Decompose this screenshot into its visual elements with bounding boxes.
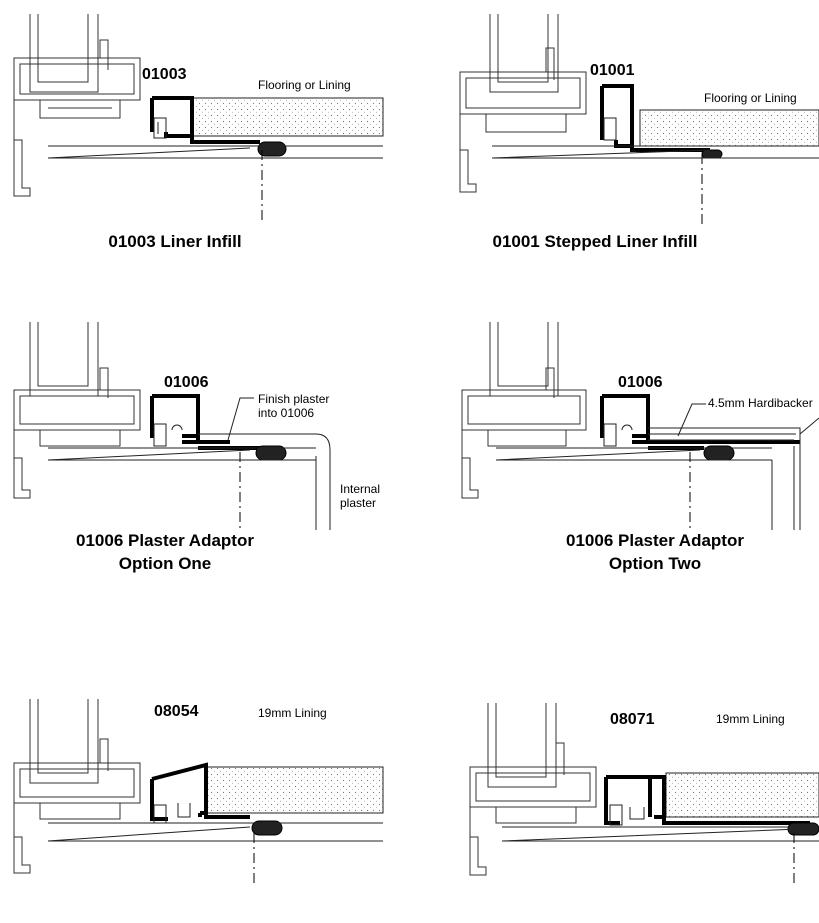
section-drawing — [13, 14, 384, 220]
window-frame-profile — [13, 699, 141, 874]
note-label: Internal plaster — [340, 482, 381, 510]
caption-line: 01006 Plaster Adaptor — [76, 531, 254, 550]
caption-line: Option Two — [608, 554, 702, 573]
note-label: 19mm Lining — [716, 712, 785, 726]
finish-plaster-line — [227, 397, 254, 441]
detail-panel-01006-option-one: 01006 Finish plaster into 01006 Internal… — [0, 318, 409, 601]
section-drawing — [469, 703, 819, 886]
section-drawing — [461, 322, 819, 530]
note-label: 4.5mm Hardibacker — [708, 396, 813, 410]
hardibacker-leader — [677, 403, 706, 437]
product-code: 01006 — [164, 374, 209, 391]
note-label: Flooring or Lining — [704, 91, 797, 105]
detail-caption: 01003 Liner Infill — [100, 230, 250, 253]
caption-line: 01001 Stepped Liner Infill — [492, 232, 698, 251]
product-code: 01001 — [590, 62, 635, 79]
detail-caption: 01006 Plaster Adaptor Option One — [40, 529, 290, 575]
section-drawing — [13, 322, 331, 530]
note-label: 19mm Lining — [258, 706, 327, 720]
window-frame-profile — [13, 14, 141, 197]
caption-line: 01006 Plaster Adaptor — [566, 531, 744, 550]
seal-strip — [251, 820, 283, 836]
product-code: 01003 — [142, 66, 187, 83]
detail-panel-01003: 01003 Flooring or Lining 01003 Liner Inf… — [0, 0, 409, 283]
lining-board — [665, 772, 819, 818]
detail-panel-01001: 01001 Flooring or Lining 01001 Stepped L… — [410, 0, 819, 283]
detail-panel-01006-option-two: 01006 4.5mm Hardibacker 01006 Plaster Ad… — [410, 318, 819, 601]
caption-line: 01003 Liner Infill — [108, 232, 242, 251]
hardibacker-board — [648, 427, 801, 446]
product-code: 08071 — [610, 711, 655, 728]
detail-panel-08071: 08071 19mm Lining — [410, 640, 819, 923]
section-drawing — [459, 14, 819, 224]
internal-plaster-outline — [771, 417, 819, 530]
internal-plaster-outline — [198, 433, 331, 530]
detail-caption: 01006 Plaster Adaptor Option Two — [530, 529, 780, 575]
detail-caption: 01001 Stepped Liner Infill — [470, 230, 720, 253]
adaptor-profile-01006 — [150, 394, 282, 450]
window-frame-profile — [469, 703, 597, 876]
caption-line: Option One — [118, 554, 212, 573]
adaptor-profile-08054 — [150, 762, 250, 821]
adaptor-profile-01006 — [600, 394, 800, 450]
product-code: 08054 — [154, 703, 199, 720]
section-drawing — [13, 699, 384, 886]
flooring-board — [639, 109, 819, 147]
lining-board — [205, 766, 384, 814]
window-frame-profile — [459, 14, 587, 193]
window-frame-profile — [13, 322, 141, 499]
flooring-board — [191, 97, 384, 137]
window-frame-profile — [461, 322, 587, 499]
note-label: Flooring or Lining — [258, 78, 351, 92]
detail-panel-08054: 08054 19mm Lining — [0, 640, 409, 923]
adaptor-profile-08071 — [604, 775, 810, 825]
note-label: Finish plaster into 01006 — [258, 392, 330, 420]
seal-strip — [701, 149, 723, 159]
product-code: 01006 — [618, 374, 663, 391]
